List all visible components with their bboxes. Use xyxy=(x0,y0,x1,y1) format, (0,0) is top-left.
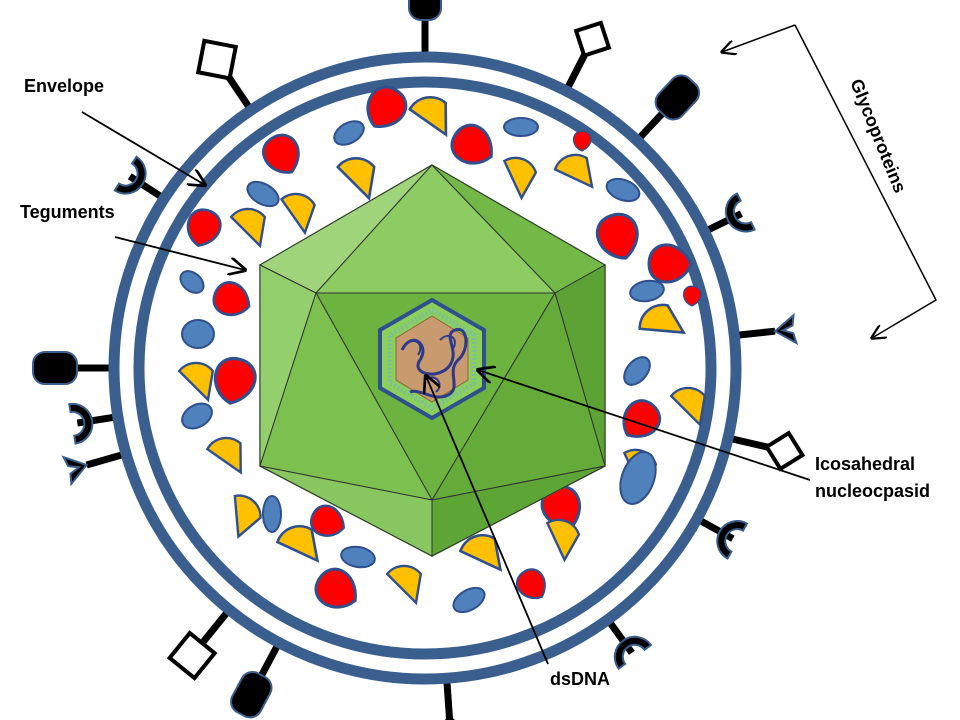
nucleocapsid-pointer xyxy=(478,370,811,481)
tegument-blue xyxy=(629,279,665,303)
tegument-yellow xyxy=(233,494,262,540)
tegument-yellow xyxy=(502,156,538,201)
tegument-yellow xyxy=(279,192,316,236)
tegument-red xyxy=(450,123,493,165)
tegument-blue xyxy=(333,120,365,146)
tegument-blue xyxy=(623,356,651,386)
tegument-blue xyxy=(503,117,539,137)
tegument-blue xyxy=(619,451,657,505)
tegument-red xyxy=(515,568,546,600)
tegument-red xyxy=(572,130,592,152)
tegument-red xyxy=(213,357,257,405)
tegument-yellow xyxy=(545,518,581,563)
dsdna-label: dsDNA xyxy=(550,669,610,689)
glycoproteins-label: Glycoproteins xyxy=(846,76,910,196)
tegument-red xyxy=(314,567,357,609)
teguments-pointer xyxy=(114,236,245,270)
nucleocapsid-label-line2: nucleocpasid xyxy=(815,481,930,501)
tegument-red xyxy=(366,85,408,128)
tegument-blue xyxy=(262,495,282,533)
tegument-yellow xyxy=(205,436,242,475)
nucleocapsid-core xyxy=(378,297,486,421)
tegument-yellow xyxy=(408,96,448,138)
tegument-blue xyxy=(246,180,280,208)
tegument-yellow xyxy=(336,157,376,201)
tegument-yellow xyxy=(229,207,267,249)
tegument-yellow xyxy=(669,386,707,428)
tegument-red xyxy=(595,212,639,260)
tegument-red xyxy=(262,133,300,174)
tegument-blue xyxy=(181,319,215,349)
tegument-red xyxy=(186,208,222,247)
tegument-blue xyxy=(181,402,213,430)
tegument-yellow xyxy=(385,564,423,606)
tegument-yellow xyxy=(275,524,320,563)
envelope-label: Envelope xyxy=(24,76,104,96)
envelope-pointer xyxy=(81,111,205,185)
tegument-red xyxy=(682,285,702,307)
dsdna-strand xyxy=(400,327,468,399)
tegument-red xyxy=(309,504,346,537)
tegument-blue xyxy=(179,270,205,294)
tegument-yellow xyxy=(553,153,594,189)
nucleocapsid-label-line1: Icosahedral xyxy=(815,454,915,474)
glycoproteins-bracket xyxy=(794,24,937,338)
tegument-red xyxy=(212,281,251,317)
icosahedral-capsid xyxy=(258,164,607,557)
tegument-yellow xyxy=(177,361,215,403)
tegument-blue xyxy=(605,177,641,203)
teguments-label: Teguments xyxy=(20,202,115,222)
tegument-blue xyxy=(340,545,376,569)
tegument-blue xyxy=(452,586,486,614)
tegument-yellow xyxy=(638,303,687,335)
tegument-proteins xyxy=(177,85,707,614)
tegument-red xyxy=(647,243,693,284)
dsdna-pointer xyxy=(426,376,549,665)
